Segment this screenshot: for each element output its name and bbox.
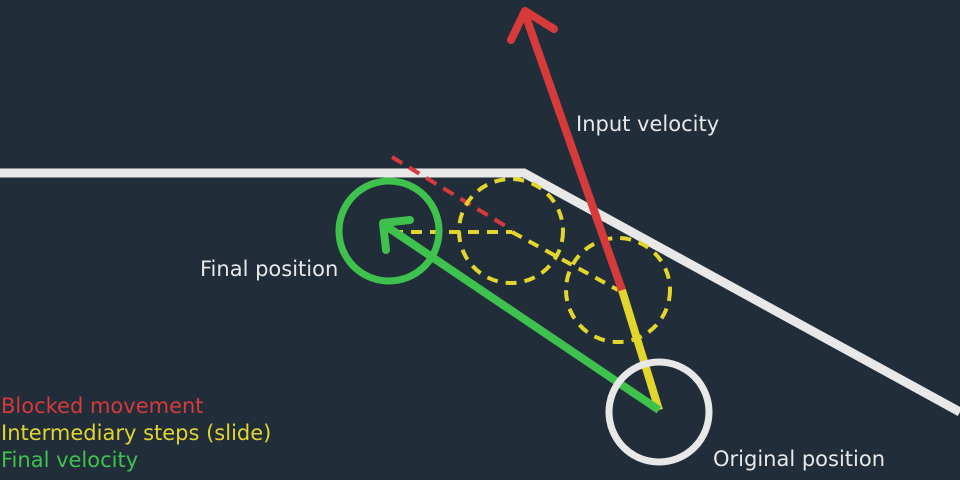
legend-intermediary-steps: Intermediary steps (slide) [1, 421, 272, 445]
input-velocity-label: Input velocity [576, 112, 720, 136]
intermediary-step-slide-line [511, 230, 619, 292]
intermediary-step-circle-2 [564, 236, 672, 344]
final-position-label: Final position [200, 257, 339, 281]
input-velocity-yellow-segment [618, 288, 663, 412]
final-position-circle [335, 177, 443, 285]
input-velocity-arrowhead [507, 7, 558, 44]
legend-blocked-movement: Blocked movement [1, 394, 204, 418]
final-velocity-arrowhead [379, 216, 414, 254]
legend-final-velocity: Final velocity [1, 448, 139, 472]
input-velocity-red-segment [521, 12, 626, 292]
wall-line [0, 168, 960, 416]
original-position-label: Original position [713, 447, 886, 471]
blocked-movement-dashed-line [390, 155, 514, 232]
intermediary-step-circle-1 [457, 177, 565, 285]
original-position-circle [605, 358, 713, 466]
